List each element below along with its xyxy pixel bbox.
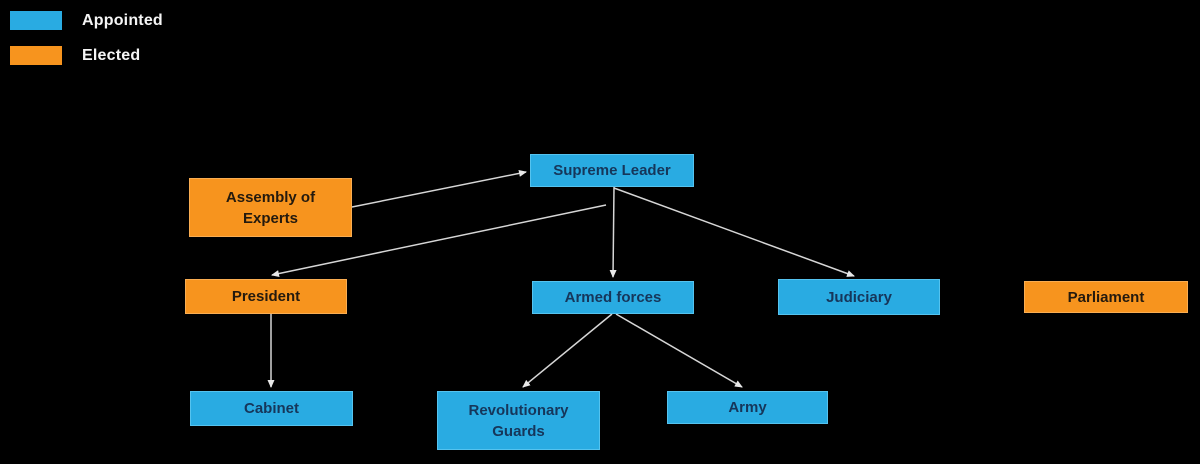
elected-color-swatch	[10, 46, 62, 65]
node-army: Army	[667, 391, 828, 424]
node-president-label: President	[231, 288, 301, 305]
legend-label-appointed: Appointed	[82, 11, 163, 29]
node-supreme-leader-label: Supreme Leader	[553, 162, 671, 179]
edge-armed-forces-to-army	[615, 313, 743, 388]
appointed-color-swatch	[10, 11, 62, 30]
node-judiciary: Judiciary	[778, 279, 940, 315]
edge-assembly-to-supreme-leader	[351, 169, 527, 208]
node-armed-forces: Armed forces	[532, 281, 694, 314]
node-army-label: Army	[728, 399, 767, 416]
node-assembly-of-experts: Assembly of Experts	[189, 178, 352, 237]
node-parliament-label: Parliament	[1067, 288, 1145, 306]
node-cabinet-label: Cabinet	[243, 400, 299, 417]
legend-item-appointed: Appointed	[10, 11, 163, 30]
node-parliament: Parliament	[1024, 281, 1188, 313]
edge-supreme-leader-to-armed-forces	[609, 186, 617, 278]
legend-item-elected: Elected	[10, 46, 140, 65]
node-armed-forces-label: Armed forces	[564, 289, 662, 306]
node-revolutionary-guards-label: Revolutionary Guards	[468, 401, 569, 440]
legend-label-elected: Elected	[82, 46, 141, 64]
edge-supreme-leader-to-judiciary	[613, 187, 855, 277]
node-cabinet: Cabinet	[190, 391, 353, 426]
edge-armed-forces-to-revolutionary-guards	[522, 313, 613, 388]
node-revolutionary-guards: Revolutionary Guards	[437, 391, 600, 450]
node-supreme-leader: Supreme Leader	[530, 154, 694, 187]
node-assembly-of-experts-label: Assembly of Experts	[225, 188, 316, 227]
node-president: President	[185, 279, 347, 314]
node-judiciary-label: Judiciary	[826, 288, 892, 306]
